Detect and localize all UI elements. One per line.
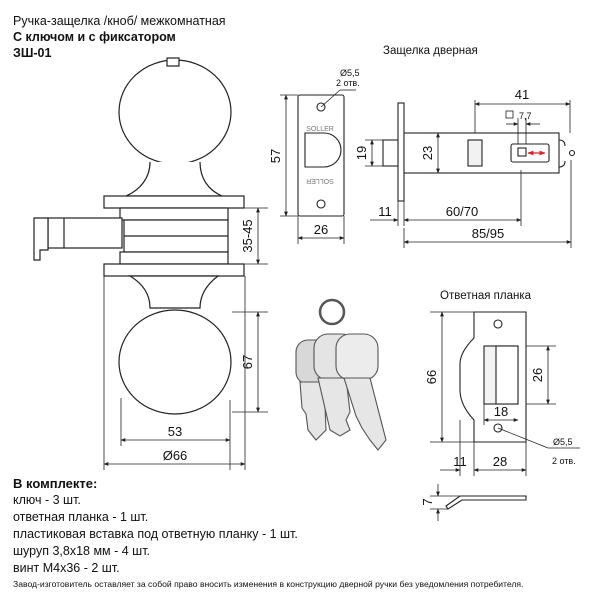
strike-dimensions	[430, 311, 580, 476]
latch-front-plate	[297, 94, 345, 217]
faceplate-screw-hole-bottom	[316, 199, 326, 209]
dim-knob-diameter: Ø66	[163, 448, 188, 463]
key-ring	[318, 298, 346, 326]
strike-hole-count: 2 отв.	[552, 456, 576, 466]
dim-knob-height: 67	[240, 355, 255, 369]
kit-item: пластиковая вставка под ответную планку …	[13, 527, 298, 541]
brand-mark-top: SOLLER	[306, 126, 334, 133]
latch-end-curl	[558, 139, 566, 168]
latch-housing-mount	[467, 139, 483, 167]
product-title: Ручка-защелка /кноб/ межкомнатная	[13, 14, 226, 28]
strike-thickness-dimension	[430, 484, 460, 521]
upper-knob-cap	[166, 57, 180, 67]
strike-plate-front	[459, 311, 527, 443]
latch-hole-dia: Ø5,5	[340, 68, 360, 78]
upper-knob-neck	[125, 161, 223, 197]
upper-rose	[103, 195, 245, 209]
kit-title: В комплекте:	[13, 476, 98, 491]
lower-rose	[103, 263, 245, 277]
dim-bolt-height: 19	[354, 146, 369, 160]
square-symbol-icon	[505, 110, 514, 119]
dim-rose-height: 35-45	[240, 219, 255, 252]
latch-side-dimensions	[365, 100, 572, 248]
brand-mark-bottom: SOLLER	[306, 177, 334, 184]
dim-strike-width: 28	[493, 454, 507, 469]
dim-plate-width: 26	[314, 222, 328, 237]
strike-screw-hole-top	[493, 319, 503, 329]
kit-item: ответная планка - 1 шт.	[13, 510, 149, 524]
dim-body-height: 23	[420, 146, 435, 160]
latch-caption: Защелка дверная	[383, 45, 478, 57]
kit-item: шуруп 3,8х18 мм - 4 шт.	[13, 544, 151, 558]
strike-side-profile	[445, 495, 527, 510]
upper-knob-ball	[118, 59, 232, 165]
dim-plate-height: 57	[268, 149, 283, 163]
latch-tongue	[304, 132, 342, 168]
dim-slot: 7,7	[519, 111, 532, 121]
kit-item: винт М4х36 - 2 шт.	[13, 561, 120, 575]
dimension-labels: 35-45 67 53 Ø66 57 26 Ø5,5 2 отв. 19 23 …	[163, 68, 576, 506]
latch-end-point	[568, 149, 576, 157]
latch-hole-count: 2 отв.	[336, 78, 360, 88]
dim-total: 85/95	[472, 226, 505, 241]
product-subtitle: С ключом и с фиксатором	[13, 30, 176, 44]
strike-inner-opening	[495, 345, 519, 405]
dim-thickness: 7	[420, 498, 435, 505]
latch-side-bolt	[382, 139, 399, 167]
latch-side-view	[382, 102, 576, 202]
latch-plate-dimensions	[280, 89, 356, 244]
latch-bolt-tip	[33, 217, 49, 261]
dim-strike-height: 66	[424, 370, 439, 384]
dim-knob-depth: 53	[168, 424, 182, 439]
strike-caption: Ответная планка	[440, 290, 532, 302]
dim-backset: 60/70	[446, 204, 479, 219]
door-plate-bottom	[119, 251, 229, 265]
dim-opening-width: 18	[494, 404, 508, 419]
knob-side-view	[33, 57, 245, 415]
footer-disclaimer: Завод-изготовитель оставляет за собой пр…	[13, 579, 524, 589]
follower-square	[517, 147, 527, 157]
kit-item: ключ - 3 шт.	[13, 493, 81, 507]
key-3	[335, 333, 387, 451]
dim-offset: 11	[378, 204, 392, 219]
knob-dimensions	[103, 207, 268, 470]
product-model: ЗШ-01	[13, 46, 52, 60]
door-plate-top	[119, 207, 229, 221]
keys-illustration	[295, 298, 387, 451]
dim-lip: 11	[453, 454, 467, 469]
dim-opening-height: 26	[530, 368, 545, 382]
lower-knob-ball	[118, 309, 232, 415]
dim-top-width: 41	[515, 87, 529, 102]
strike-plate-side	[445, 495, 527, 510]
lower-knob-neck	[127, 275, 220, 309]
latch-bolt-body	[47, 217, 123, 249]
strike-hole-dia: Ø5,5	[553, 437, 573, 447]
latch-side-faceplate	[397, 102, 405, 202]
